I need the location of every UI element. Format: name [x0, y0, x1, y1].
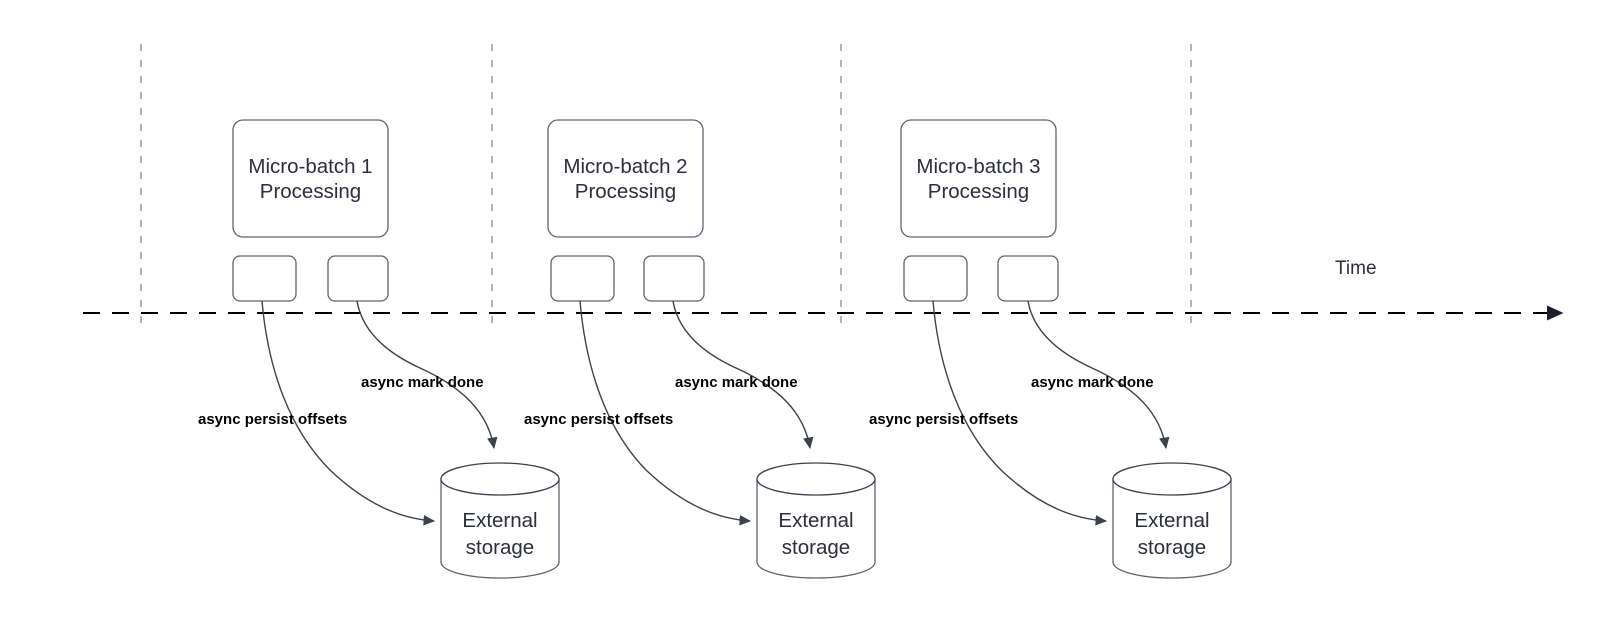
group-micro-batch-1: Micro-batch 1 Processing async persist o…: [198, 119, 560, 579]
micro-batch-3-box[interactable]: [900, 119, 1057, 238]
micro-batch-3-mark-done-label: async mark done: [1031, 374, 1154, 391]
micro-batch-2-title-line1: Micro-batch 2: [563, 155, 687, 178]
micro-batch-2-title-line2: Processing: [575, 180, 676, 203]
micro-batch-2-storage-label-line1: External: [778, 509, 853, 532]
micro-batch-2-mark-done-curve: [672, 300, 814, 450]
micro-batch-1-mark-done-curve: [356, 300, 498, 450]
micro-batch-3-title-line2: Processing: [928, 180, 1029, 203]
micro-batch-3-external-storage[interactable]: External storage: [1112, 462, 1232, 579]
micro-batch-1-storage-label-line2: storage: [466, 536, 534, 559]
micro-batch-2-persist-offsets-label: async persist offsets: [524, 411, 673, 428]
micro-batch-2-persist-offsets-curve: [579, 300, 752, 526]
micro-batch-1-cylinder-top: [440, 462, 560, 496]
micro-batch-3-mark-done-task[interactable]: [997, 255, 1059, 302]
micro-batch-2-external-storage[interactable]: External storage: [756, 462, 876, 579]
micro-batch-3-title-line1: Micro-batch 3: [916, 155, 1040, 178]
group-micro-batch-3: Micro-batch 3 Processing async persist o…: [869, 119, 1232, 579]
micro-batch-2-mark-done-label: async mark done: [675, 374, 798, 391]
micro-batch-1-title-line1: Micro-batch 1: [248, 155, 372, 178]
group-micro-batch-2: Micro-batch 2 Processing async persist o…: [524, 119, 876, 579]
micro-batch-2-storage-label-line2: storage: [782, 536, 850, 559]
micro-batch-3-cylinder-top: [1112, 462, 1232, 496]
micro-batch-2-box[interactable]: [547, 119, 704, 238]
micro-batch-3-persist-offsets-label: async persist offsets: [869, 411, 1018, 428]
micro-batch-1-title-line2: Processing: [260, 180, 361, 203]
micro-batch-1-mark-done-task[interactable]: [327, 255, 389, 302]
micro-batch-1-persist-offsets-task[interactable]: [232, 255, 297, 302]
micro-batch-3-mark-done-curve: [1027, 300, 1170, 450]
micro-batch-3-storage-label-line1: External: [1134, 509, 1209, 532]
time-axis-label: Time: [1335, 258, 1377, 279]
micro-batch-3-persist-offsets-curve: [932, 300, 1108, 526]
micro-batch-1-external-storage[interactable]: External storage: [440, 462, 560, 579]
micro-batch-2-persist-offsets-task[interactable]: [550, 255, 615, 302]
micro-batch-2-cylinder-top: [756, 462, 876, 496]
micro-batch-1-storage-label-line1: External: [462, 509, 537, 532]
micro-batch-1-persist-offsets-label: async persist offsets: [198, 411, 347, 428]
micro-batch-1-box[interactable]: [232, 119, 389, 238]
micro-batch-1-mark-done-label: async mark done: [361, 374, 484, 391]
micro-batch-3-storage-label-line2: storage: [1138, 536, 1206, 559]
micro-batch-2-mark-done-task[interactable]: [643, 255, 705, 302]
micro-batch-1-persist-offsets-curve: [261, 300, 436, 526]
micro-batch-3-persist-offsets-task[interactable]: [903, 255, 968, 302]
